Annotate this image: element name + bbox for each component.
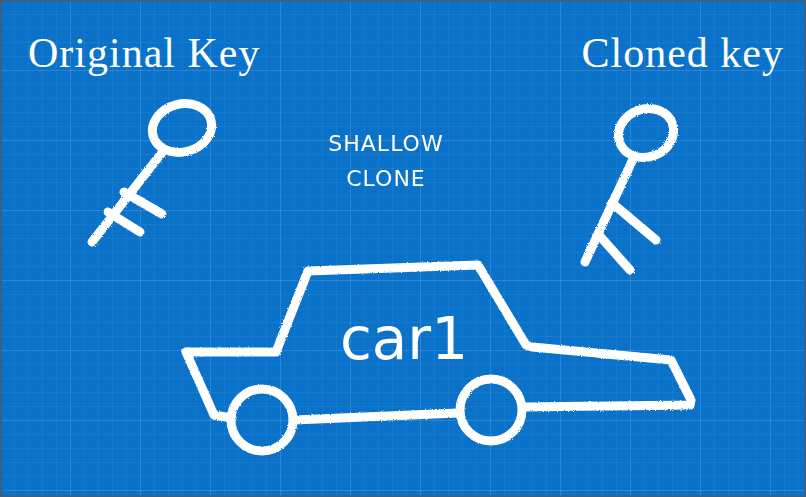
car-shape: car1 <box>86 255 706 465</box>
key-tooth <box>598 234 630 270</box>
car-wheel <box>460 379 522 441</box>
key-label: Original Key <box>28 20 260 87</box>
key-ring <box>147 97 217 159</box>
car-wheel <box>231 389 293 451</box>
car-label: car1 <box>340 310 468 368</box>
original-key-drawing <box>92 97 217 242</box>
key-label: Cloned key <box>582 20 784 87</box>
car-body <box>186 265 691 420</box>
key-tooth <box>124 192 162 214</box>
cloned-key-drawing <box>585 101 681 270</box>
key-tooth <box>612 203 656 240</box>
key-ring <box>611 101 680 165</box>
key-tooth <box>108 212 140 232</box>
key-shaft <box>92 150 164 242</box>
diagram-caption-label: SHALLOW CLONE <box>326 126 446 196</box>
